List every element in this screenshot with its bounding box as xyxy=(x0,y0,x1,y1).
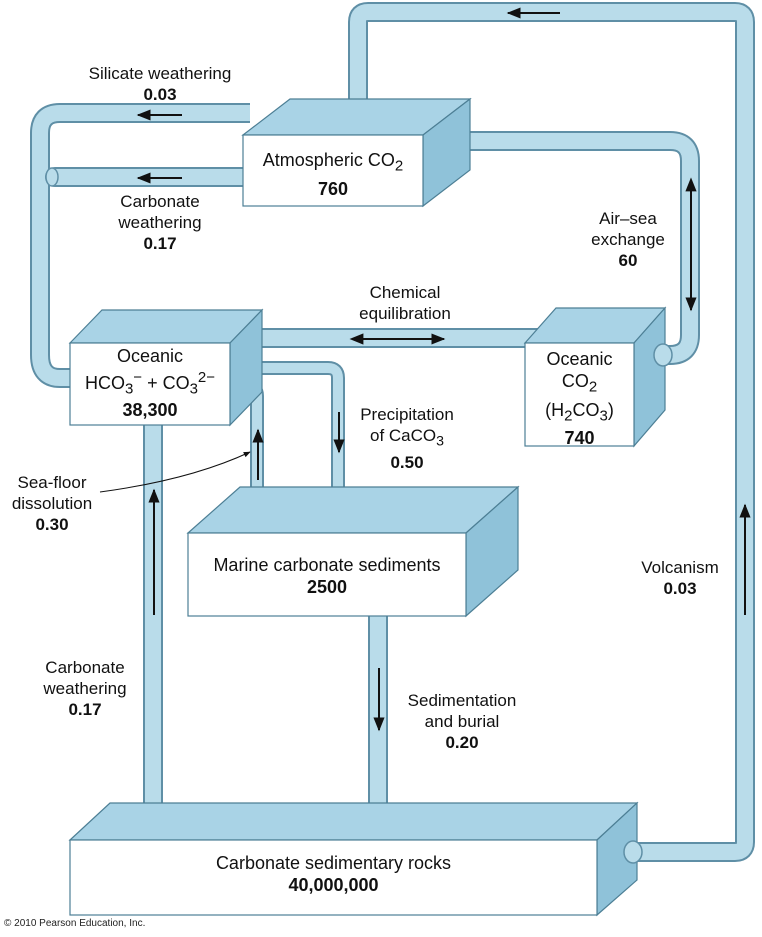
precipitation-line2: of CaCO3 xyxy=(369,426,444,450)
atmosphere-value: 760 xyxy=(317,178,349,199)
flux-carbonate-weathering-top: Carbonate weathering 0.17 xyxy=(90,191,230,254)
reservoir-oceanic-hco3: Oceanic HCO3− + CO32− 38,300 xyxy=(70,346,230,421)
flux-chemical-equilibration: Chemical equilibration xyxy=(335,282,475,324)
oceanic-co2-line1: Oceanic xyxy=(546,349,613,369)
silicate-value: 0.03 xyxy=(143,85,177,104)
leader-dissolution xyxy=(99,451,251,493)
reservoir-atmosphere: Atmospheric CO2 760 xyxy=(243,149,423,200)
dissolution-line1: Sea-floor xyxy=(17,473,87,492)
dissolution-value: 0.30 xyxy=(35,515,69,534)
box-marine-sediments xyxy=(186,485,520,618)
flux-volcanism: Volcanism 0.03 xyxy=(625,557,735,599)
reservoir-sedimentary-rocks: Carbonate sedimentary rocks 40,000,000 xyxy=(70,852,597,896)
air-sea-line1: Air–sea xyxy=(599,209,657,228)
reservoir-oceanic-co2: Oceanic CO2 (H2CO3) 740 xyxy=(525,348,634,449)
carbonate-top-line1: Carbonate xyxy=(120,192,200,211)
volcanism-name: Volcanism xyxy=(641,558,719,577)
flux-precipitation: Precipitation of CaCO3 0.50 xyxy=(340,404,474,473)
marine-sediments-value: 2500 xyxy=(306,577,348,597)
box-atmosphere xyxy=(241,97,472,208)
carbonate-bottom-value: 0.17 xyxy=(68,700,102,719)
box-oceanic-co2 xyxy=(523,306,667,448)
precipitation-value: 0.50 xyxy=(390,453,424,473)
sedimentary-rocks-value: 40,000,000 xyxy=(288,875,379,895)
marine-sediments-name: Marine carbonate sediments xyxy=(213,555,441,575)
oceanic-co2-line3: (H2CO3) xyxy=(545,399,614,425)
sedimentary-rocks-name: Carbonate sedimentary rocks xyxy=(215,853,452,873)
carbonate-bottom-line1: Carbonate xyxy=(45,658,125,677)
flux-air-sea: Air–sea exchange 60 xyxy=(580,208,676,271)
oceanic-hco3-line1: Oceanic xyxy=(116,346,184,366)
flow-arrows xyxy=(99,7,751,732)
oceanic-hco3-value: 38,300 xyxy=(122,399,178,420)
sedimentation-line2: and burial xyxy=(424,712,500,731)
oceanic-co2-value: 740 xyxy=(564,428,595,449)
copyright-notice: © 2010 Pearson Education, Inc. xyxy=(4,918,146,929)
carbonate-top-line2: weathering xyxy=(118,213,202,232)
sedimentation-line1: Sedimentation xyxy=(407,691,517,710)
box-oceanic-hco3 xyxy=(68,308,264,427)
oceanic-co2-line2: CO2 xyxy=(561,371,598,396)
precipitation-line1: Precipitation xyxy=(360,405,454,424)
flux-carbonate-weathering-bottom: Carbonate weathering 0.17 xyxy=(30,657,140,720)
dissolution-line2: dissolution xyxy=(11,494,93,513)
sedimentation-value: 0.20 xyxy=(445,733,479,752)
chemical-line2: equilibration xyxy=(359,304,451,323)
carbonate-bottom-line2: weathering xyxy=(43,679,127,698)
volcanism-value: 0.03 xyxy=(663,579,697,598)
air-sea-line2: exchange xyxy=(591,230,665,249)
reservoir-marine-sediments: Marine carbonate sediments 2500 xyxy=(188,554,466,598)
flux-sedimentation: Sedimentation and burial 0.20 xyxy=(392,690,532,753)
flux-seafloor-dissolution: Sea-floor dissolution 0.30 xyxy=(0,472,104,535)
chemical-line1: Chemical xyxy=(369,283,441,302)
silicate-name: Silicate weathering xyxy=(88,64,232,83)
carbonate-top-value: 0.17 xyxy=(143,234,177,253)
air-sea-value: 60 xyxy=(618,251,638,270)
box-sedimentary-rocks xyxy=(68,801,639,917)
atmosphere-name: Atmospheric CO2 xyxy=(262,150,404,175)
oceanic-hco3-line2: HCO3− + CO32− xyxy=(84,369,216,398)
flux-silicate-weathering: Silicate weathering 0.03 xyxy=(60,63,260,105)
